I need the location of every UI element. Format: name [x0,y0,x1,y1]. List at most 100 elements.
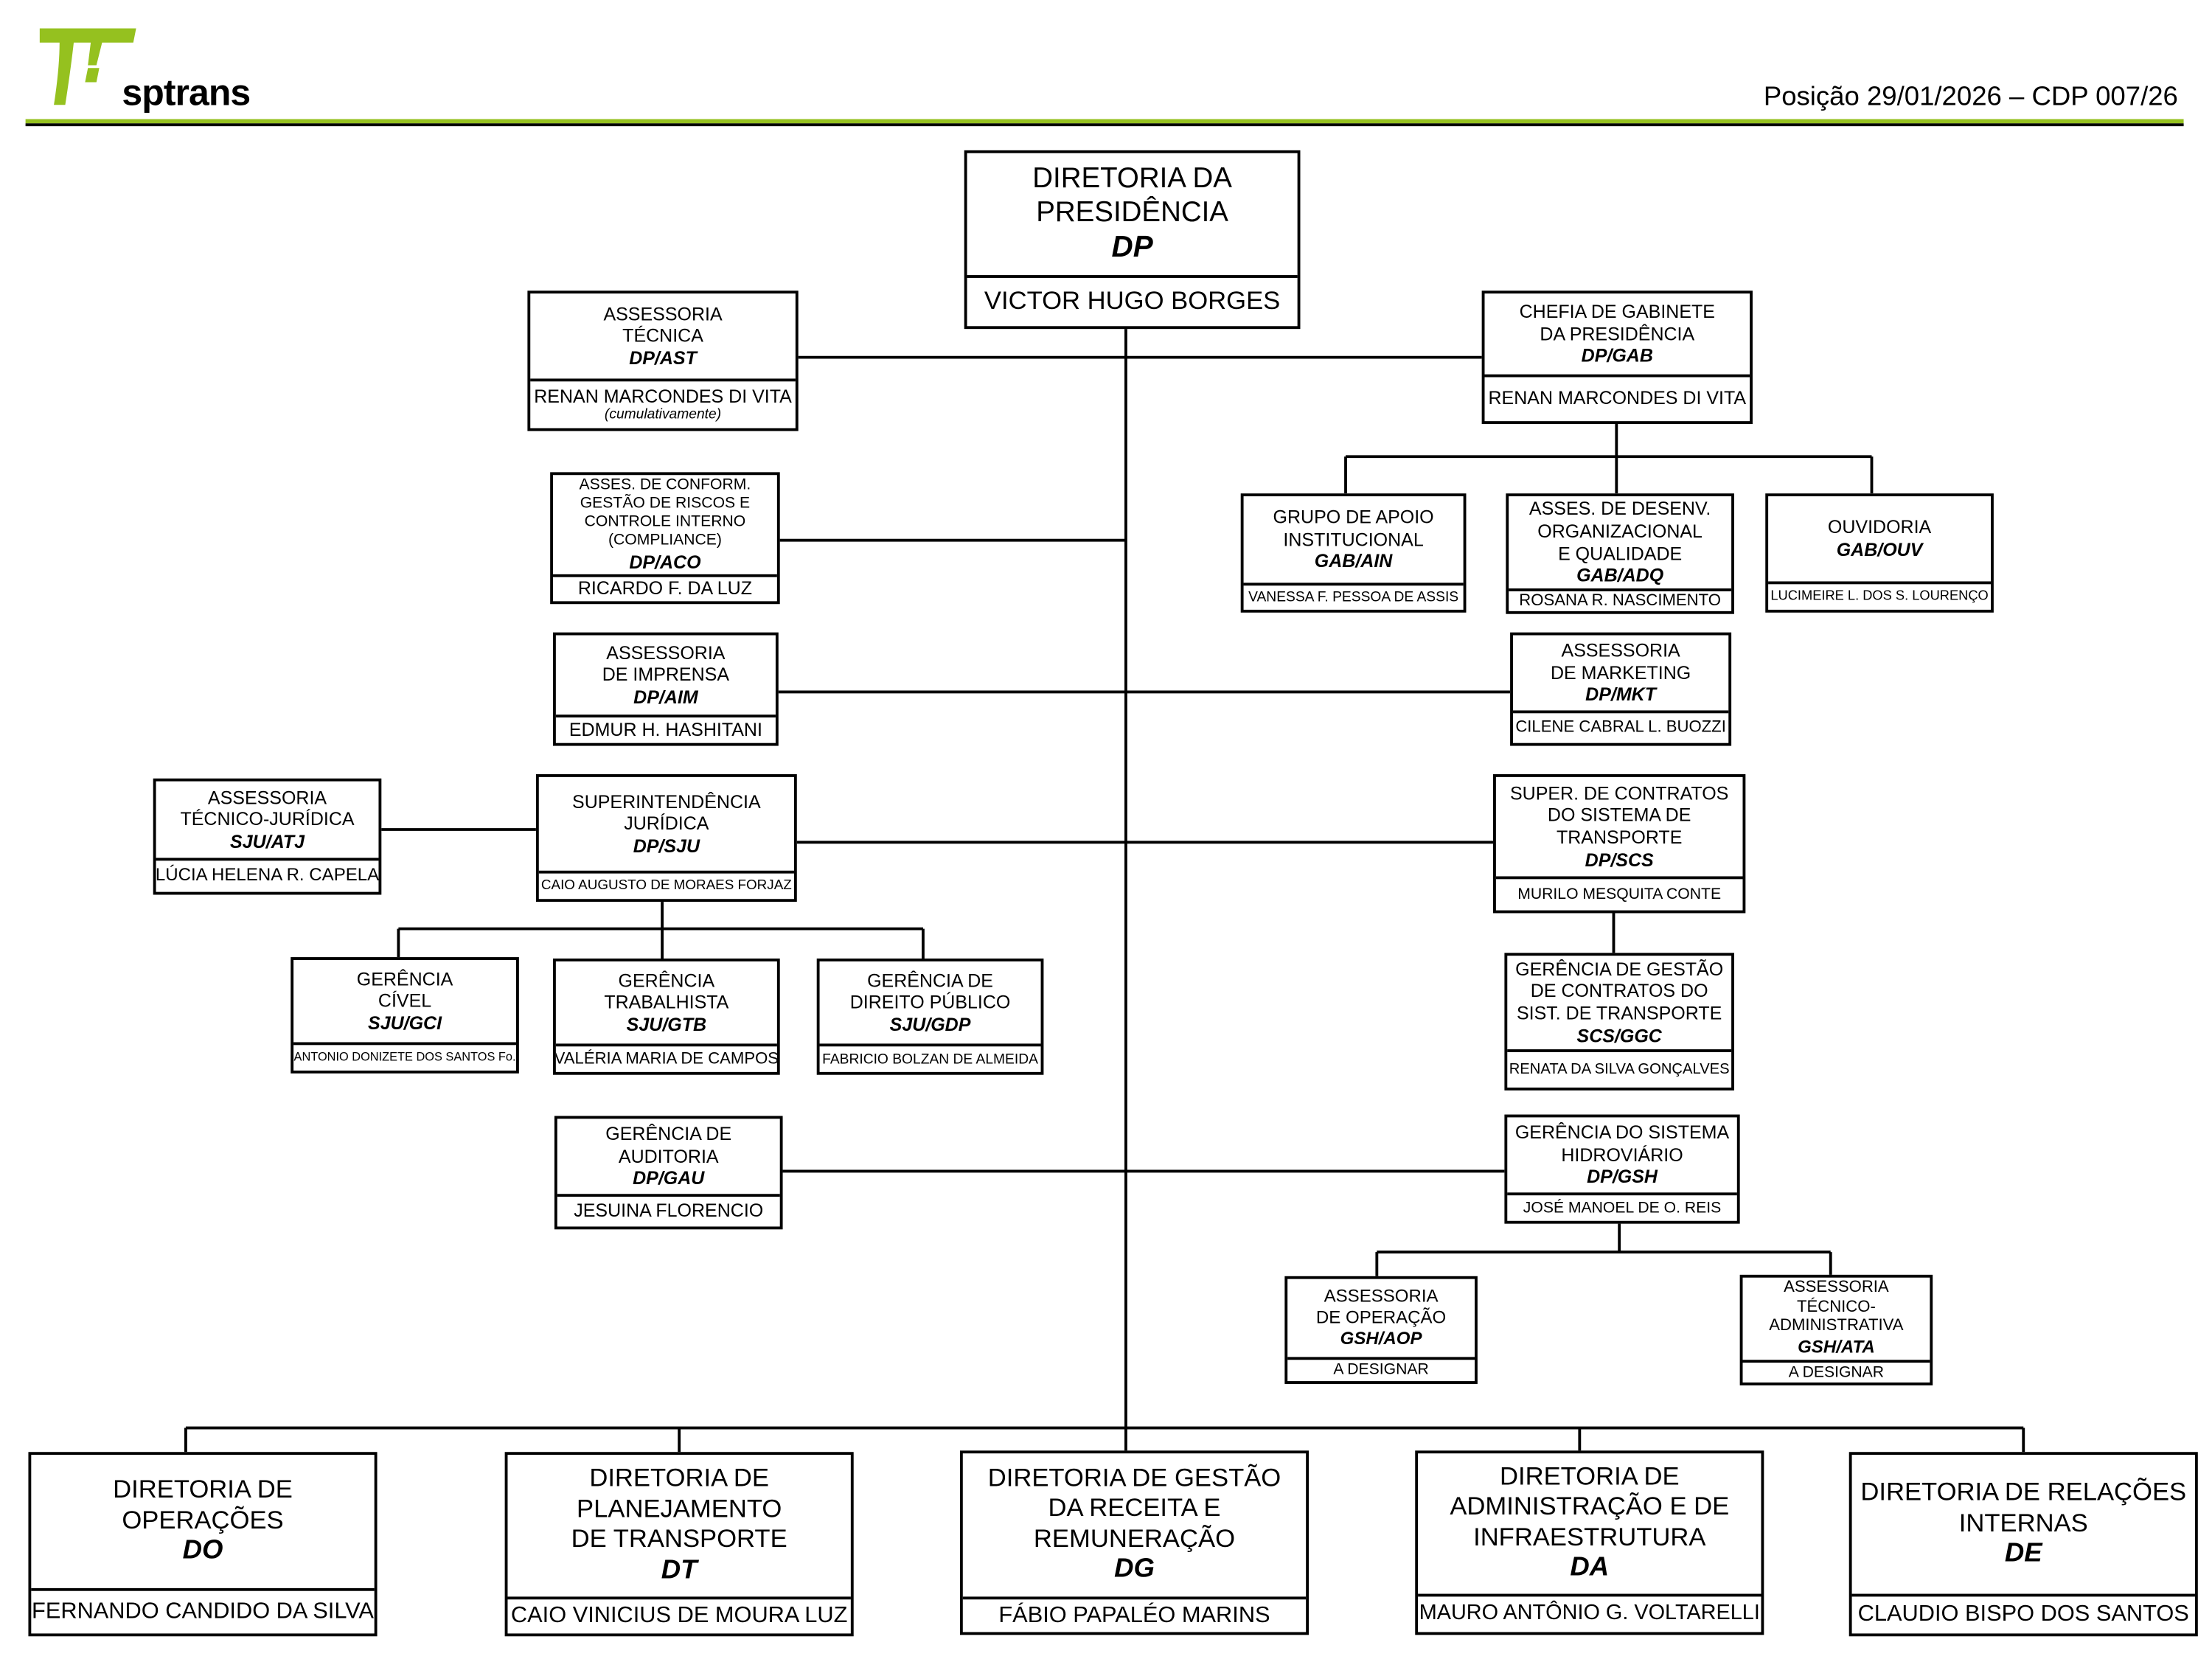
brand-name: sptrans [122,71,251,114]
unit-code: GSH/ATA [1798,1337,1875,1357]
unit-head-section: EDMUR H. HASHITANI [556,717,776,743]
unit-title-line: ASSES. DE CONFORM. [579,476,751,493]
unit-code: DP [1111,232,1153,265]
unit-title-line: DE OPERAÇÃO [1315,1307,1447,1328]
unit-title-line: DIRETORIA DA [1032,163,1232,195]
unit-head-section: A DESIGNAR [1742,1363,1930,1382]
unit-head-name: RENAN MARCONDES DI VITA [1488,387,1747,409]
sptrans-logo-icon [39,28,136,105]
unit-title-line: DE IMPRENSA [602,664,730,686]
unit-head-name: VALÉRIA MARIA DE CAMPOS [555,1050,777,1068]
unit-title-line: E QUALIDADE [1558,542,1683,564]
unit-title-line: CONTROLE INTERNO [584,513,746,531]
unit-title-line: ASSESSORIA [1561,639,1680,661]
unit-title-line: CHEFIA DE GABINETE [1519,300,1715,322]
unit-title-line: PRESIDÊNCIA [1036,198,1228,229]
unit-title-line: GERÊNCIA DE [867,969,993,991]
unit-title-line: INFRAESTRUTURA [1473,1523,1706,1551]
unit-title-line: GESTÃO DE RISCOS E [580,495,751,512]
unit-head-section: CAIO AUGUSTO DE MORAES FORJAZ [539,874,794,900]
unit-title-line: HIDROVIÁRIO [1561,1144,1683,1166]
unit-code: DP/GAB [1581,344,1653,366]
unit-title-line: TÉCNICO-JURÍDICA [180,808,355,830]
unit-title-line: GERÊNCIA DO SISTEMA [1514,1121,1730,1144]
unit-code: DP/MKT [1585,684,1657,706]
unit-code: DP/ACO [629,551,701,573]
unit-head-note: (cumulativamente) [604,407,722,423]
unit-head-section: MURILO MESQUITA CONTE [1496,879,1743,910]
position-date: Posição 29/01/2026 – CDP 007/26 [1763,82,2178,112]
unit-title-line: ASSES. DE DESENV. [1528,498,1711,520]
unit-head-section: LUCIMEIRE L. DOS S. LOURENÇO [1768,584,1991,610]
unit-title-line: CÍVEL [378,990,432,1012]
connector-sju-children [397,900,925,959]
unit-head-section: FERNANDO CANDIDO DA SILVA [31,1591,374,1634]
unit-title-line: DA RECEITA E [1048,1493,1221,1523]
unit-title-line: DE CONTRATOS DO [1530,980,1708,1002]
unit-title-line: OPERAÇÕES [122,1505,284,1534]
unit-title-line: AUDITORIA [618,1145,719,1167]
unit-title-line: SUPER. DE CONTRATOS [1509,782,1729,804]
unit-head-name: MURILO MESQUITA CONTE [1517,886,1722,903]
unit-title-line: DIRETORIA DE GESTÃO [987,1463,1281,1492]
header-divider-black [25,123,2184,127]
unit-head-name: LUCIMEIRE L. DOS S. LOURENÇO [1770,588,1989,604]
unit-title-line: TÉCNICA [622,324,703,347]
unit-head-name: CILENE CABRAL L. BUOZZI [1515,719,1726,737]
unit-title-line: GERÊNCIA [356,967,453,990]
unit-head-name: FERNANDO CANDIDO DA SILVA [32,1599,374,1624]
unit-code: DP/AST [629,347,697,369]
unit-title-line: DO SISTEMA DE [1547,804,1691,827]
unit-head-name: VANESSA F. PESSOA DE ASSIS [1248,590,1459,606]
unit-title-line: REMUNERAÇÃO [1033,1524,1236,1553]
unit-head-name: CAIO VINICIUS DE MOURA LUZ [510,1604,848,1629]
unit-code: SCS/GGC [1576,1024,1662,1046]
unit-title-line: GERÊNCIA [618,969,715,991]
unit-title-line: INSTITUCIONAL [1283,528,1424,550]
unit-title-line: JURÍDICA [624,813,709,835]
unit-head-name: EDMUR H. HASHITANI [568,718,762,740]
unit-title-line: GERÊNCIA DE [605,1123,732,1145]
unit-head-section: JESUINA FLORENCIO [557,1197,780,1226]
unit-code: DE [2004,1538,2042,1569]
unit-title-line: GERÊNCIA DE GESTÃO [1515,958,1724,980]
unit-head-name: ANTONIO DONIZETE DOS SANTOS Fo. [293,1049,516,1064]
unit-head-name: CLAUDIO BISPO DOS SANTOS [1857,1602,2189,1627]
unit-head-section: ANTONIO DONIZETE DOS SANTOS Fo. [293,1045,516,1071]
unit-head-name: A DESIGNAR [1788,1363,1885,1382]
connector-directorates [184,1426,2025,1453]
unit-head-section: A DESIGNAR [1287,1360,1475,1381]
unit-head-name: ROSANA R. NASCIMENTO [1519,592,1721,610]
unit-code: DG [1114,1554,1155,1585]
unit-title-line: DIRETORIA DE RELAÇÕES [1860,1477,2187,1506]
unit-title-line: SIST. DE TRANSPORTE [1516,1002,1722,1024]
unit-head-name: A DESIGNAR [1333,1362,1429,1380]
